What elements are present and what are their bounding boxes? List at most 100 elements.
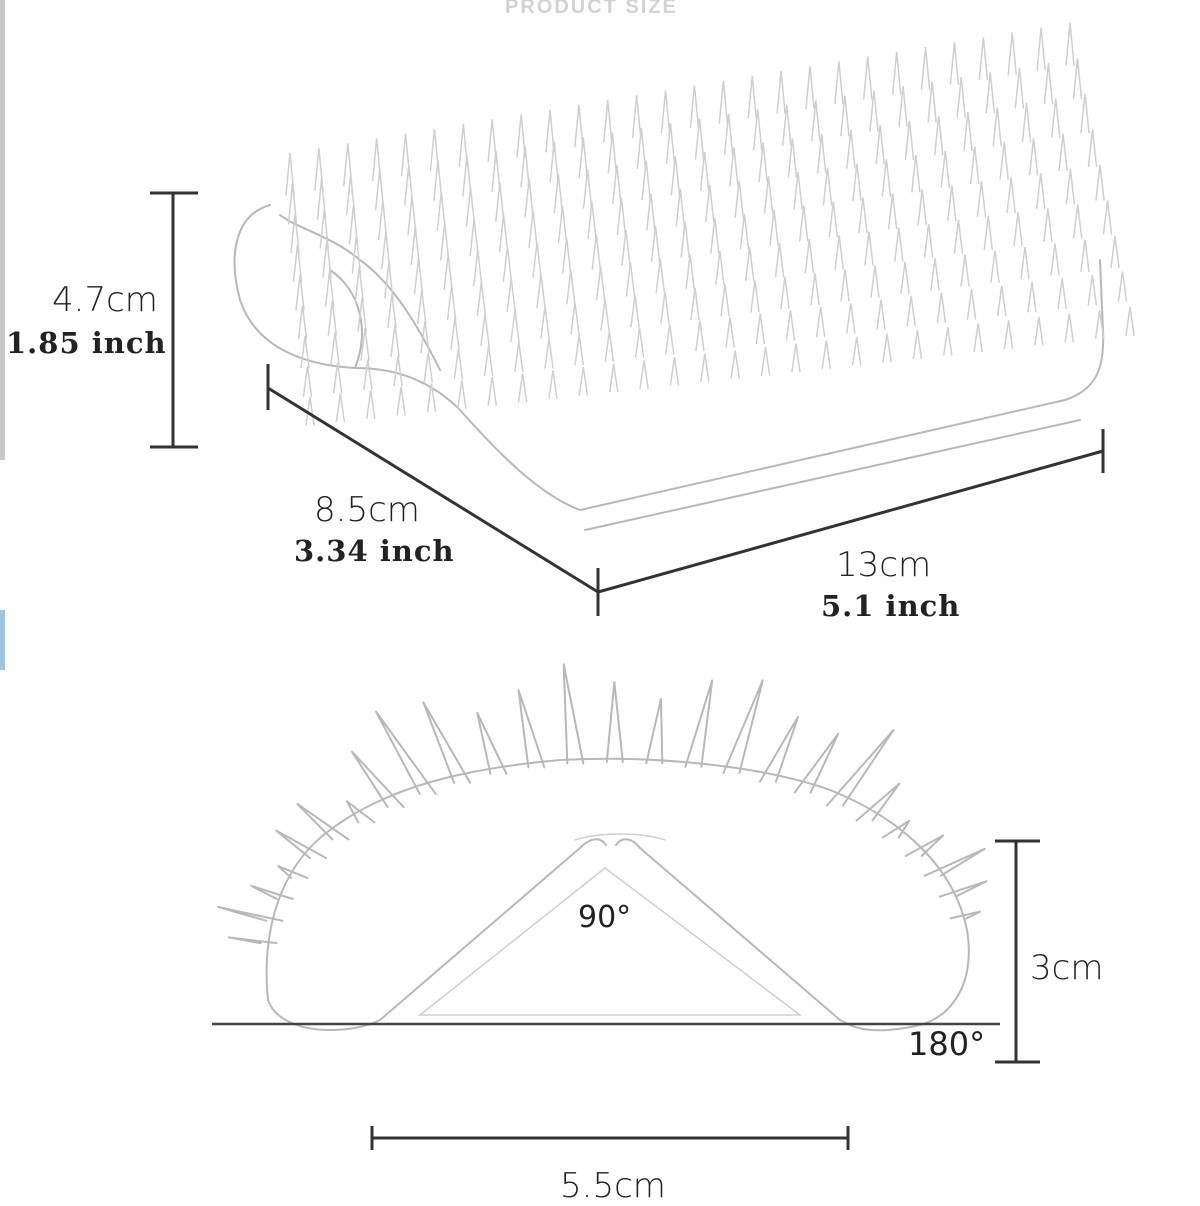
bristle [549, 141, 559, 183]
bristle [591, 234, 602, 271]
bristle [810, 272, 820, 306]
angle-base-label: 180° [908, 1025, 986, 1063]
bristle [439, 223, 450, 261]
bristle [636, 127, 647, 169]
bristle [660, 291, 670, 324]
bristle [473, 250, 483, 287]
bristle [689, 85, 700, 129]
bristle [763, 176, 774, 214]
bristle [999, 142, 1009, 180]
bristle [429, 128, 440, 172]
side-spike [351, 750, 405, 809]
side-spike [904, 834, 945, 857]
bristle [904, 120, 915, 160]
bristle [985, 72, 996, 114]
height-dimension-top [150, 191, 198, 449]
side-spike [277, 865, 309, 879]
bristle [990, 250, 1000, 284]
side-spike [949, 910, 982, 920]
side-spike [645, 697, 664, 765]
bristle [290, 213, 300, 254]
bristle [587, 201, 597, 240]
bristle [953, 219, 964, 254]
bristle [963, 111, 973, 152]
bristle [462, 155, 472, 197]
bristle [335, 393, 346, 423]
bristle [634, 327, 645, 359]
bristle [458, 124, 469, 167]
bristle [694, 118, 705, 160]
bristle [343, 143, 353, 187]
bristle [436, 191, 447, 232]
bristle [891, 51, 902, 95]
bristle [846, 129, 856, 169]
bristle [791, 343, 801, 373]
bristle [720, 284, 730, 317]
bristle [287, 183, 298, 225]
bristle [840, 269, 850, 302]
bristle [815, 306, 826, 338]
bristle [453, 348, 464, 380]
bristle [292, 244, 303, 282]
side-spike [923, 847, 986, 877]
bristle [894, 227, 904, 262]
bristle [348, 205, 359, 245]
bristle [1064, 313, 1075, 343]
bristle [520, 146, 530, 188]
bristle [875, 125, 885, 165]
bristle [524, 178, 534, 218]
bristle [423, 352, 433, 383]
bristle [357, 297, 367, 332]
bristle [747, 75, 757, 119]
bristle [502, 246, 513, 283]
bristle [516, 114, 526, 158]
bristle [631, 95, 642, 138]
brush-curve-inner [279, 214, 441, 371]
bristle [960, 254, 970, 287]
bristle [495, 182, 505, 223]
bristle [345, 174, 356, 216]
bristle [976, 181, 987, 218]
side-spike [476, 711, 508, 775]
bristle [295, 274, 305, 311]
bristle [480, 313, 490, 347]
bristle [822, 167, 833, 206]
width-inch-label: 5.1 inch [821, 589, 961, 623]
bristle [723, 113, 734, 156]
bristle [371, 138, 382, 182]
bristle [804, 239, 815, 274]
bristle [917, 189, 927, 226]
bristle [1087, 274, 1098, 306]
bristle [532, 242, 542, 279]
bristle [816, 133, 827, 174]
height-dimension-side [995, 839, 1040, 1064]
bristle [612, 165, 622, 205]
bristle [811, 100, 821, 142]
bristle [354, 266, 365, 303]
bristle [1065, 168, 1076, 205]
bristle [876, 299, 886, 331]
bristle [578, 366, 589, 396]
bristle [933, 116, 944, 156]
bristle [561, 238, 572, 275]
bristle [426, 383, 437, 413]
bristle [943, 326, 953, 356]
bristle [544, 338, 554, 369]
bristle [393, 355, 403, 387]
width-cm-label: 13cm [836, 545, 932, 585]
bristle [608, 363, 619, 393]
side-spike [793, 732, 840, 794]
bristle [1080, 93, 1090, 134]
bristle [574, 104, 584, 148]
bristle [324, 270, 335, 307]
bristle [930, 258, 940, 291]
brush-base-edge [584, 419, 1081, 531]
bristle [506, 278, 516, 313]
bristle [384, 262, 394, 299]
bristle [769, 209, 779, 246]
bristle [413, 258, 424, 295]
side-spike [345, 800, 376, 824]
bristle [852, 163, 862, 202]
bristle [685, 254, 695, 289]
